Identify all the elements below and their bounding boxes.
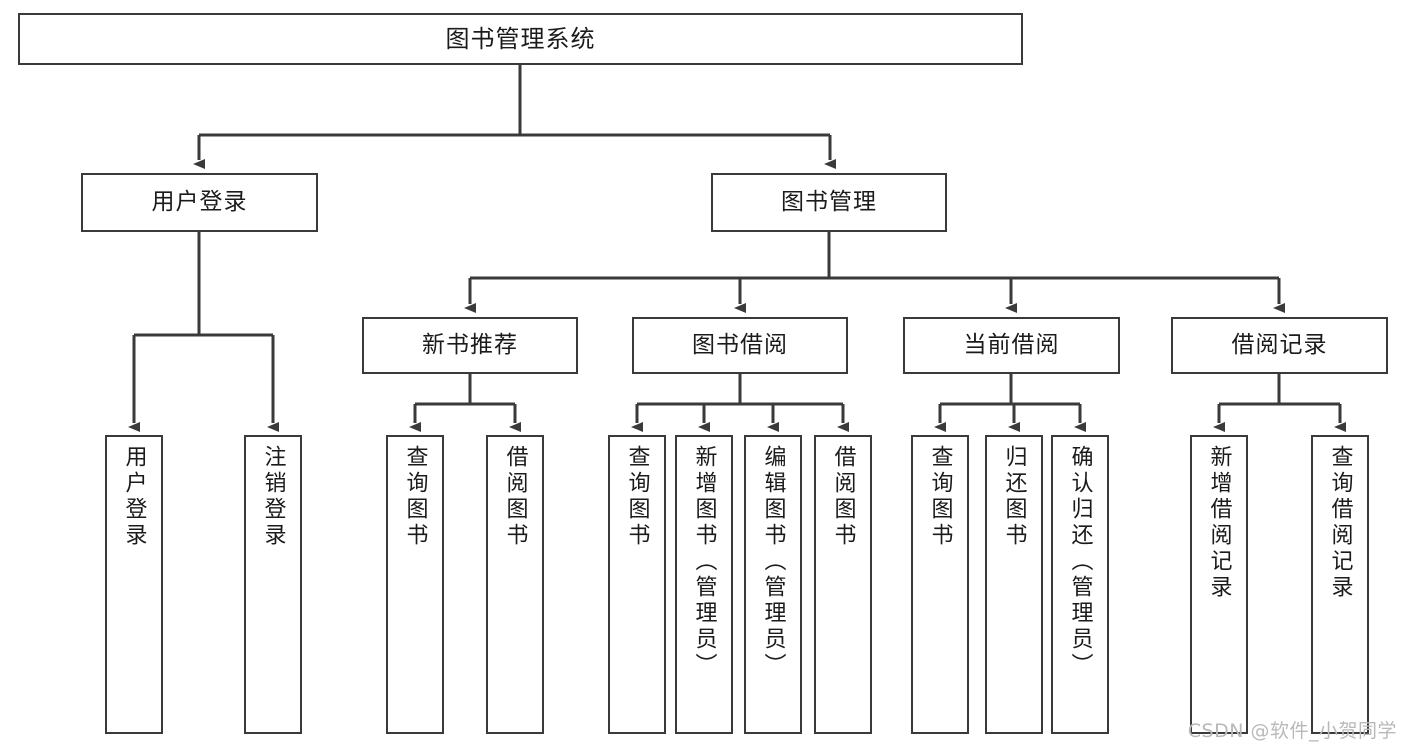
leaf-query-book-borrow[interactable]: 查询图书 — [608, 435, 666, 734]
leaf-user-login[interactable]: 用户登录 — [105, 435, 163, 734]
node-root[interactable]: 图书管理系统 — [18, 13, 1023, 65]
leaf-add-borrow-record-label: 新增借阅记录 — [1206, 445, 1232, 601]
node-book-borrow[interactable]: 图书借阅 — [632, 317, 848, 374]
node-book-management-label: 图书管理 — [781, 188, 877, 215]
leaf-query-book-recommend-label: 查询图书 — [402, 445, 428, 549]
leaf-add-borrow-record[interactable]: 新增借阅记录 — [1190, 435, 1248, 734]
leaf-query-book-current-label: 查询图书 — [927, 445, 953, 549]
leaf-query-borrow-record-label: 查询借阅记录 — [1327, 445, 1353, 601]
leaf-query-book-recommend[interactable]: 查询图书 — [386, 435, 444, 734]
node-borrow-records[interactable]: 借阅记录 — [1171, 317, 1388, 374]
leaf-confirm-return-admin[interactable]: 确认归还（管理员） — [1051, 435, 1109, 734]
node-book-management[interactable]: 图书管理 — [711, 173, 947, 232]
leaf-user-login-label: 用户登录 — [121, 445, 147, 549]
leaf-query-book-current[interactable]: 查询图书 — [911, 435, 969, 734]
node-root-label: 图书管理系统 — [445, 24, 596, 53]
leaf-query-book-borrow-label: 查询图书 — [624, 445, 650, 549]
leaf-logout[interactable]: 注销登录 — [244, 435, 302, 734]
leaf-edit-book-admin-label: 编辑图书（管理员） — [760, 445, 786, 679]
leaf-borrow-book-label: 借阅图书 — [830, 445, 856, 549]
leaf-query-borrow-record[interactable]: 查询借阅记录 — [1311, 435, 1369, 734]
node-new-book-recommend-label: 新书推荐 — [422, 331, 518, 358]
leaf-return-book[interactable]: 归还图书 — [985, 435, 1043, 734]
node-current-borrow[interactable]: 当前借阅 — [903, 317, 1120, 374]
leaf-confirm-return-admin-label: 确认归还（管理员） — [1067, 445, 1093, 679]
leaf-logout-label: 注销登录 — [260, 445, 286, 549]
watermark: CSDN @软件_小贺同学 — [1187, 720, 1397, 742]
leaf-edit-book-admin[interactable]: 编辑图书（管理员） — [744, 435, 802, 734]
leaf-borrow-book[interactable]: 借阅图书 — [814, 435, 872, 734]
leaf-add-book-admin[interactable]: 新增图书（管理员） — [675, 435, 733, 734]
leaf-return-book-label: 归还图书 — [1001, 445, 1027, 549]
leaf-borrow-book-recommend[interactable]: 借阅图书 — [486, 435, 544, 734]
leaf-borrow-book-recommend-label: 借阅图书 — [502, 445, 528, 549]
node-user-login[interactable]: 用户登录 — [81, 173, 318, 232]
node-book-borrow-label: 图书借阅 — [692, 331, 788, 358]
node-new-book-recommend[interactable]: 新书推荐 — [362, 317, 578, 374]
node-borrow-records-label: 借阅记录 — [1231, 331, 1328, 358]
node-current-borrow-label: 当前借阅 — [963, 331, 1060, 358]
leaf-add-book-admin-label: 新增图书（管理员） — [691, 445, 717, 679]
node-user-login-label: 用户登录 — [151, 188, 248, 215]
